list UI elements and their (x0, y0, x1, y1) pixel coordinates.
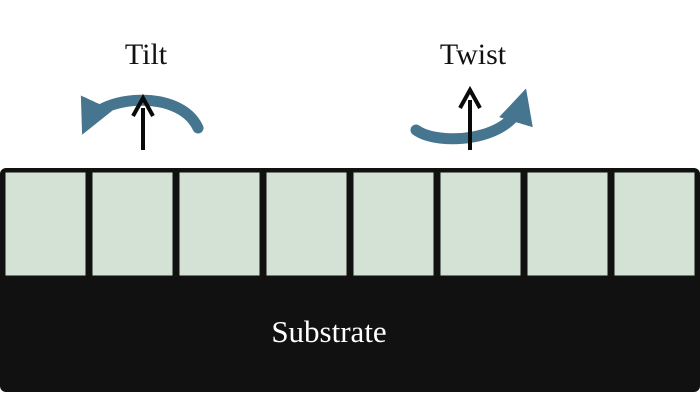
twist-label: Twist (440, 38, 507, 71)
substrate-label: Substrate (271, 314, 386, 349)
grain-cell (613, 171, 696, 277)
grain-cell (526, 171, 609, 277)
grain-cell (91, 171, 174, 277)
up-arrow-icon (131, 93, 155, 150)
tilt-label: Tilt (125, 38, 168, 71)
grain-cell (4, 171, 87, 277)
grain-cell (178, 171, 261, 277)
twist-indicator: Twist (410, 38, 533, 150)
tilt-indicator: Tilt (80, 38, 204, 150)
curved-arrow-icon (410, 88, 533, 145)
grain-cell (352, 171, 435, 277)
up-arrow-icon (458, 85, 482, 150)
grain-row (4, 171, 696, 277)
substrate-block (0, 168, 700, 392)
grain-cell (439, 171, 522, 277)
grain-cell (265, 171, 348, 277)
